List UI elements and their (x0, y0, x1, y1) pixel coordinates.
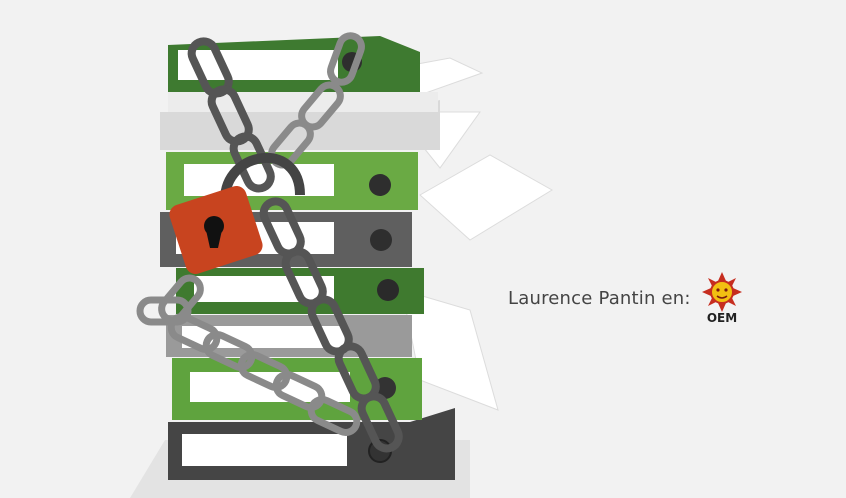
oem-sun-logo[interactable]: OEM (699, 270, 745, 326)
chain-front (187, 37, 403, 453)
oem-logo-text: OEM (707, 311, 737, 325)
byline: Laurence Pantin en: OEM (508, 270, 745, 326)
author-credit: Laurence Pantin en: (508, 287, 691, 309)
chain-back (136, 32, 365, 436)
binder-bottom (168, 408, 455, 480)
padlock (169, 153, 305, 274)
